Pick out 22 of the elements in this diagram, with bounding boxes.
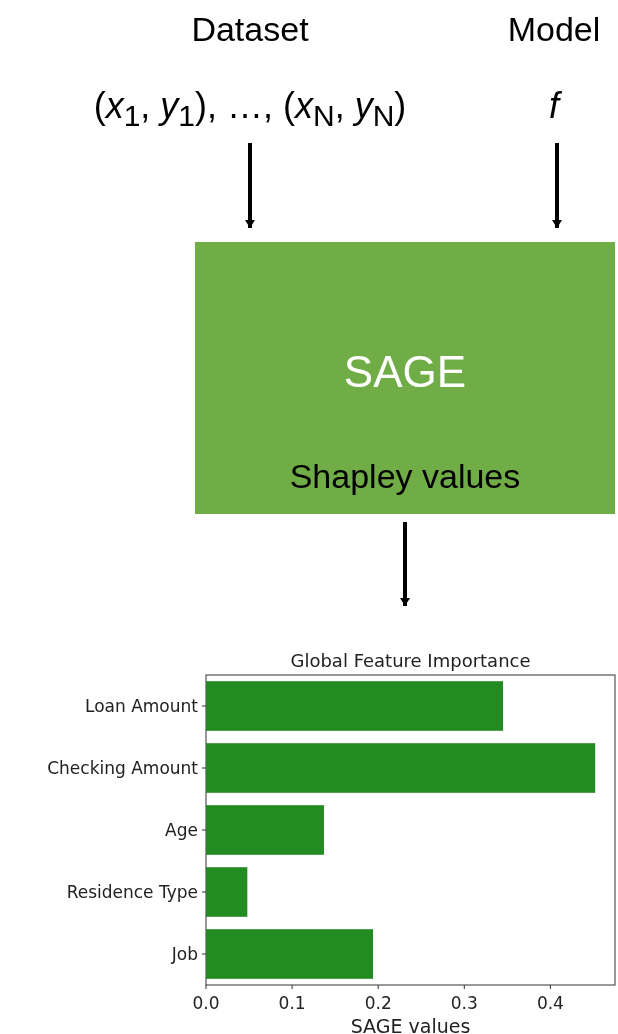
category-label: Loan Amount bbox=[85, 696, 198, 716]
tick-label: 0.0 bbox=[192, 993, 220, 1013]
arrow bbox=[245, 143, 255, 228]
chart-title: Global Feature Importance bbox=[290, 650, 531, 671]
arrow bbox=[400, 522, 410, 606]
heading-text: Dataset bbox=[190, 10, 310, 49]
tick-label: 0.1 bbox=[278, 993, 306, 1013]
tick-label: 0.2 bbox=[364, 993, 392, 1013]
tick-label: 0.4 bbox=[536, 993, 564, 1013]
formula-text: f bbox=[490, 85, 618, 127]
process-box bbox=[195, 242, 615, 514]
box-subtitle: Shapley values bbox=[288, 457, 522, 496]
arrow bbox=[552, 143, 562, 228]
tick-label: 0.3 bbox=[450, 993, 478, 1013]
formula-text: (x$_{1}$, y$_{1}$), …, (x$_{N}$, y$_{N}$) bbox=[92, 85, 408, 134]
category-label: Checking Amount bbox=[47, 758, 198, 778]
category-label: Age bbox=[165, 820, 198, 840]
heading-text: Model bbox=[506, 10, 602, 49]
category-label: Residence Type bbox=[66, 882, 198, 902]
axis-title: SAGE values bbox=[350, 1015, 471, 1034]
category-label: Job bbox=[171, 944, 198, 964]
box-title: SAGE bbox=[342, 347, 468, 397]
